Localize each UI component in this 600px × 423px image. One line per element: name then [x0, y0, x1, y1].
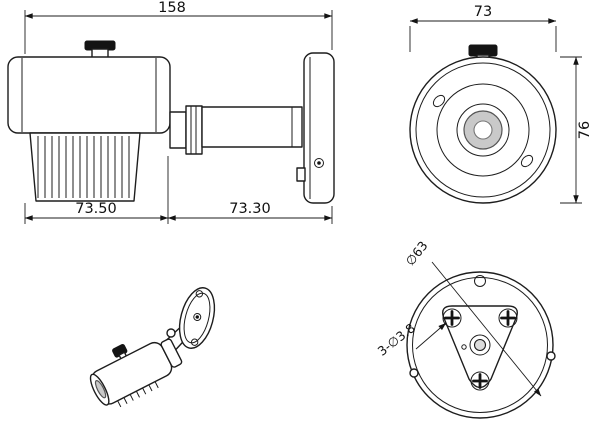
dim-width-label: 73 — [474, 4, 492, 20]
lock-ring-knurl — [190, 106, 197, 154]
center-hole-outer — [469, 334, 491, 356]
heatsink-body — [29, 132, 141, 202]
cable-hole — [474, 275, 486, 287]
camera-hood — [7, 56, 171, 134]
face-screw-upper-left — [432, 94, 446, 108]
mount-arm-tube — [201, 106, 303, 148]
dim-bolt-circle-label: ∅63 — [402, 238, 430, 268]
mount-screw-left — [442, 308, 462, 328]
mount-neck — [169, 111, 187, 149]
iso-fins — [117, 381, 159, 408]
dim-body-length-label: 73.50 — [75, 201, 117, 217]
base-plate-hole-dot — [317, 161, 321, 165]
base-plate — [303, 52, 335, 204]
mount-screw-right — [498, 308, 518, 328]
iso-camera-body — [89, 338, 183, 408]
dim-mount-length-label: 73.30 — [229, 201, 271, 217]
extension-lines-width — [409, 26, 557, 52]
front-hood-circle — [415, 62, 551, 198]
lock-ring — [185, 105, 203, 155]
leader-mount-holes — [415, 322, 447, 350]
lens-bezel — [456, 103, 510, 157]
dim-total-length-label: 158 — [158, 0, 186, 16]
pilot-hole — [461, 344, 467, 350]
base-plate-hole — [314, 158, 324, 168]
face-screw-lower-right — [520, 154, 534, 168]
iso-lens — [94, 380, 107, 399]
dim-height-label: 76 — [577, 121, 593, 139]
iso-rear-cap — [160, 338, 183, 368]
rear-view: ∅63 3-∅3.8 — [375, 238, 556, 419]
front-face-circle — [436, 83, 530, 177]
iso-bracket-knob — [166, 328, 176, 338]
front-view: 73 76 — [409, 4, 593, 204]
center-hole-inner — [473, 338, 487, 352]
rear-inner-circle — [412, 277, 548, 413]
base-plate-tab — [296, 167, 306, 182]
rim-notch-left — [409, 368, 419, 378]
side-view: 158 73.50 73.30 — [7, 0, 335, 224]
mount-screw-bottom — [470, 371, 490, 391]
rim-notch-right — [546, 351, 556, 361]
lens-center — [473, 120, 493, 140]
leader-bolt-circle — [431, 261, 542, 397]
iso-base-disc — [178, 287, 216, 349]
hood-rim-lines — [21, 58, 157, 132]
extension-lines-total — [24, 10, 333, 54]
heatsink-fins — [37, 136, 130, 198]
iso-view — [89, 287, 216, 408]
